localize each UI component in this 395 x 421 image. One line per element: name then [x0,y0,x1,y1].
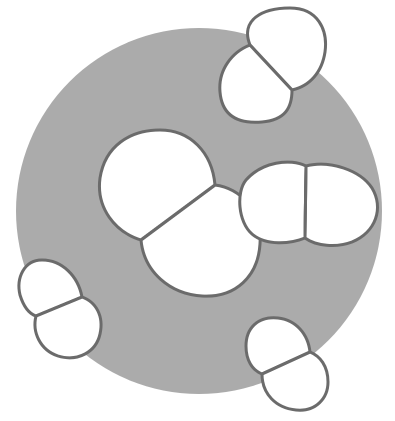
cell-cluster-right-middle [240,162,378,245]
cell-seam [305,166,306,238]
